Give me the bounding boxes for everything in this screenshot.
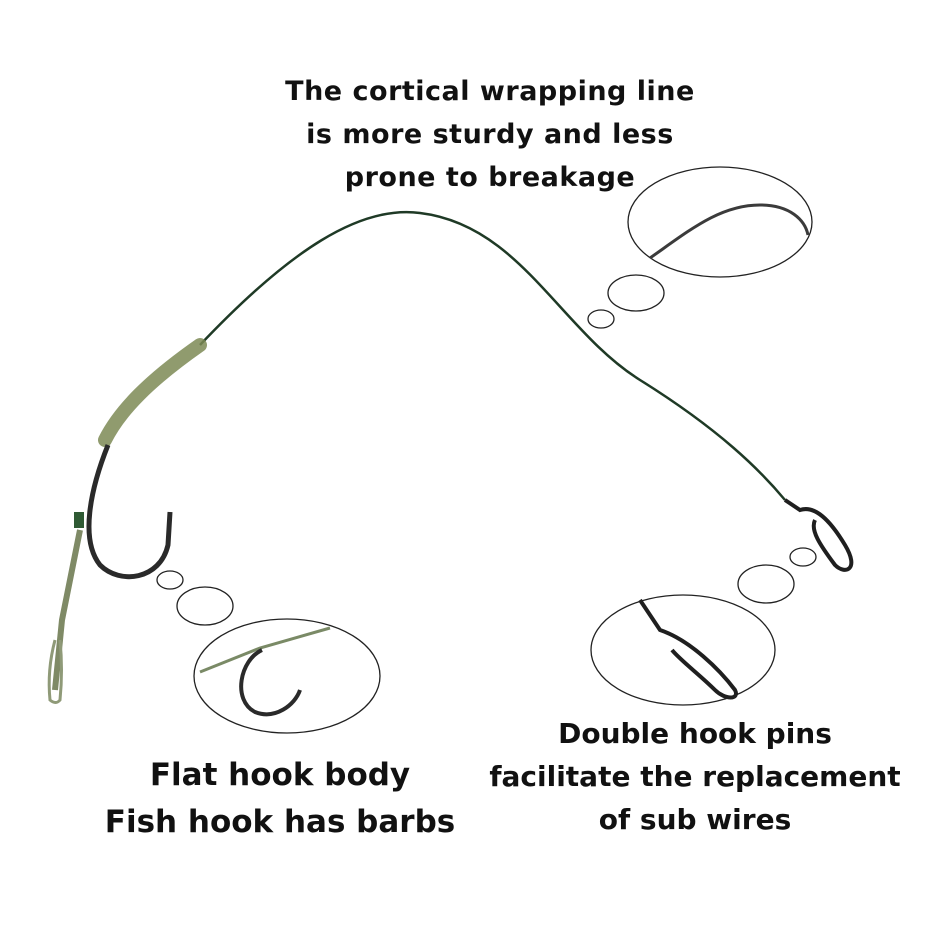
caption-hook-pins: Double hook pins facilitate the replacem… bbox=[480, 712, 910, 841]
snap-clip-icon bbox=[783, 498, 854, 572]
callout-left bbox=[156, 570, 381, 734]
caption-line: Double hook pins bbox=[558, 717, 832, 750]
hook-icon bbox=[86, 444, 173, 580]
caption-line: The cortical wrapping line bbox=[285, 76, 695, 107]
line-aligner bbox=[74, 512, 84, 528]
caption-wrapping-line: The cortical wrapping line is more sturd… bbox=[240, 70, 740, 199]
caption-line: of sub wires bbox=[598, 803, 792, 836]
caption-line: facilitate the replacement bbox=[489, 760, 901, 793]
wrapping-line bbox=[199, 210, 786, 501]
caption-line: Fish hook has barbs bbox=[104, 804, 456, 840]
caption-line: Flat hook body bbox=[149, 757, 411, 793]
braided-hair bbox=[52, 529, 83, 691]
anti-tangle-sleeve bbox=[98, 338, 207, 447]
caption-hook: Flat hook body Fish hook has barbs bbox=[90, 752, 470, 846]
callout-top bbox=[587, 166, 813, 329]
caption-line: prone to breakage bbox=[344, 162, 636, 193]
callout-right bbox=[590, 547, 817, 706]
caption-line: is more sturdy and less bbox=[306, 119, 674, 150]
